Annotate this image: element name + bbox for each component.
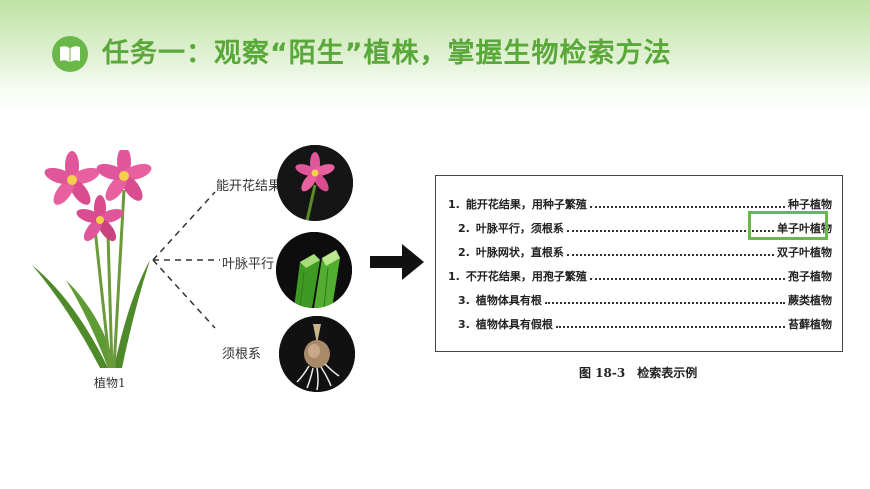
root-photo [279, 316, 355, 392]
book-icon [52, 36, 88, 72]
feature-label-veins: 叶脉平行 [222, 257, 275, 272]
plant-illustration [32, 150, 152, 368]
key-row: 2.叶脉平行，须根系单子叶植物 [458, 221, 832, 236]
arrow-right-icon [370, 244, 424, 280]
plant-label: 植物1 [94, 376, 126, 390]
feature-label-flower: 能开花结果 [216, 179, 282, 194]
feature-label-roots: 须根系 [222, 347, 262, 362]
highlight-box [748, 211, 828, 240]
book-icon-glyph [60, 46, 80, 62]
figure-caption: 图 18-3 检索表示例 [579, 366, 698, 380]
dichotomous-key [435, 175, 843, 352]
header-band [0, 0, 870, 110]
key-row: 1.不开花结果，用孢子繁殖孢子植物 [448, 269, 832, 284]
key-row: 2.叶脉网状，直根系双子叶植物 [458, 245, 832, 260]
key-row: 3.植物体具有根蕨类植物 [458, 293, 832, 308]
key-row: 3.植物体具有假根苔藓植物 [458, 317, 832, 332]
leaf-photo [276, 232, 352, 308]
flower-photo [277, 145, 353, 221]
key-row: 1.能开花结果，用种子繁殖种子植物 [448, 197, 832, 212]
branch-lines [152, 191, 220, 329]
page-title: 任务一：观察“陌生”植株，掌握生物检索方法 [102, 38, 672, 69]
